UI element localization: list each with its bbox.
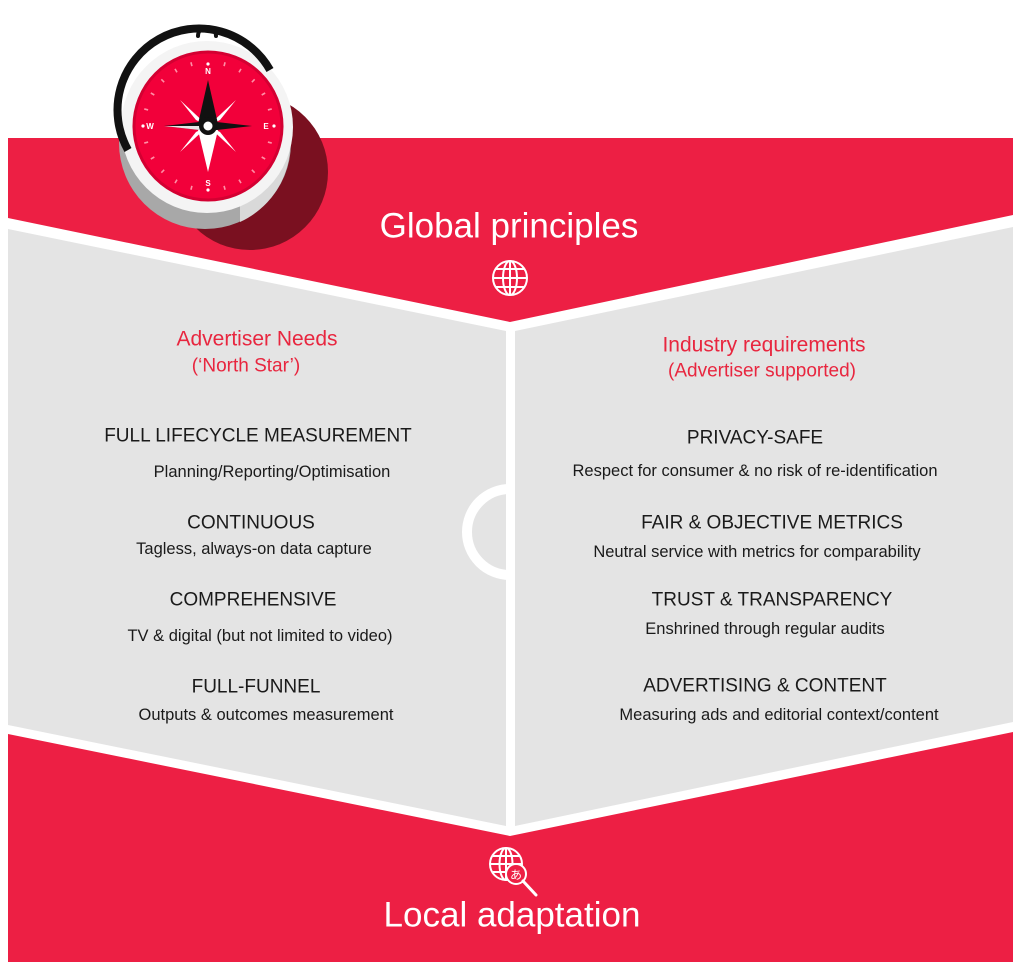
svg-text:N: N bbox=[205, 67, 211, 76]
svg-text:W: W bbox=[146, 122, 154, 131]
puzzle-connector bbox=[462, 484, 511, 580]
right-column-heading: Industry requirements bbox=[662, 333, 866, 357]
svg-text:E: E bbox=[263, 122, 269, 131]
right-item-description: Neutral service with metrics for compara… bbox=[593, 542, 921, 561]
left-item-description: Planning/Reporting/Optimisation bbox=[153, 462, 391, 481]
left-item-description: Tagless, always-on data capture bbox=[136, 539, 372, 558]
right-panel bbox=[515, 227, 1013, 826]
right-item-title: ADVERTISING & CONTENT bbox=[643, 675, 887, 697]
left-item-title: FULL LIFECYCLE MEASUREMENT bbox=[104, 425, 412, 447]
local-adaptation-title: Local adaptation bbox=[383, 895, 641, 935]
right-column-subheading: (Advertiser supported) bbox=[668, 360, 856, 382]
left-column-subheading: (‘North Star’) bbox=[191, 355, 301, 377]
left-item-description: Outputs & outcomes measurement bbox=[138, 705, 394, 724]
right-item-description: Measuring ads and editorial context/cont… bbox=[619, 705, 939, 724]
left-item-title: FULL-FUNNEL bbox=[191, 676, 321, 698]
right-item-title: TRUST & TRANSPARENCY bbox=[651, 589, 893, 611]
globe-icon bbox=[492, 260, 528, 296]
globe-search-language-icon: あ bbox=[489, 847, 538, 897]
left-item-description: TV & digital (but not limited to video) bbox=[127, 626, 393, 645]
right-item-description: Enshrined through regular audits bbox=[645, 619, 885, 638]
right-item-title: PRIVACY-SAFE bbox=[686, 427, 824, 449]
bottom-red-band bbox=[8, 732, 1013, 962]
global-principles-title: Global principles bbox=[379, 206, 639, 246]
left-panel bbox=[8, 229, 506, 826]
left-item-title: COMPREHENSIVE bbox=[169, 589, 337, 611]
svg-text:S: S bbox=[205, 179, 211, 188]
right-item-title: FAIR & OBJECTIVE METRICS bbox=[641, 512, 903, 534]
right-item-description: Respect for consumer & no risk of re-ide… bbox=[572, 461, 938, 480]
svg-text:あ: あ bbox=[510, 868, 522, 882]
left-column-heading: Advertiser Needs bbox=[176, 327, 338, 351]
compass-icon: N E S W bbox=[113, 24, 328, 250]
left-item-title: CONTINUOUS bbox=[187, 512, 315, 534]
